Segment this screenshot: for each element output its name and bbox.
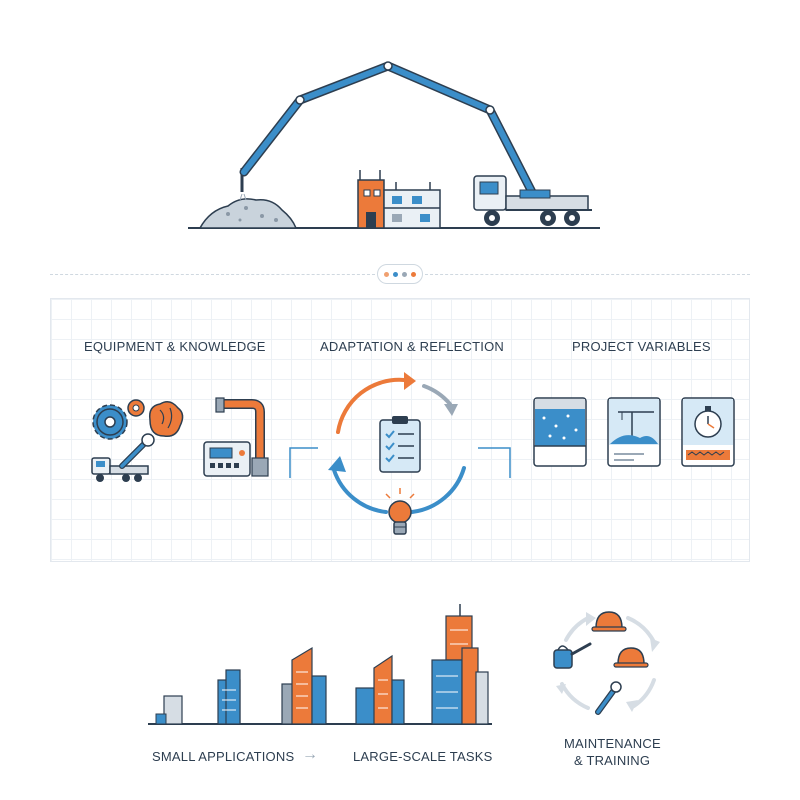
pipe-icon (215, 397, 269, 477)
building-icon (357, 170, 441, 229)
divider-right (425, 274, 750, 275)
concrete-pump-truck-icon (473, 175, 592, 226)
brain-icon (148, 401, 184, 438)
hard-hat-icon (591, 611, 627, 632)
wrench-icon (119, 433, 155, 469)
large-building-icon (355, 654, 405, 725)
small-applications-label: SMALL APPLICATIONS (152, 749, 295, 764)
divider-dot (411, 271, 416, 277)
gears-icon (92, 399, 145, 440)
skyscraper-icon (431, 604, 489, 725)
maintenance-label: MAINTENANCE (564, 736, 661, 751)
control-panel-icon (203, 441, 251, 477)
divider-dot (384, 271, 389, 277)
equipment-title: EQUIPMENT & KNOWLEDGE (84, 339, 266, 354)
divider-dot (393, 271, 398, 277)
variables-title: PROJECT VARIABLES (572, 339, 711, 354)
adaptation-title: ADAPTATION & REFLECTION (320, 339, 504, 354)
large-scale-label: LARGE-SCALE TASKS (353, 749, 493, 764)
divider-left (50, 274, 375, 275)
divider-dots (377, 264, 423, 284)
cycle-arrows-icon (328, 372, 466, 514)
clipboard-checklist-icon (379, 416, 421, 473)
concrete-pile-icon (198, 198, 298, 229)
concrete-mix-icon (533, 397, 587, 467)
hard-hat-icon (613, 647, 649, 668)
tall-building-icon (281, 646, 327, 725)
wrench-icon (595, 681, 622, 715)
crane-site-icon (607, 397, 661, 467)
boom-arm (239, 61, 539, 201)
truck-icon (91, 457, 149, 482)
small-building-icon (155, 695, 183, 725)
progression-arrow: → (302, 746, 319, 763)
lightbulb-icon (385, 488, 415, 535)
training-label: & TRAINING (574, 753, 651, 768)
oil-can-icon (553, 642, 592, 669)
medium-building-icon (217, 669, 241, 725)
stopwatch-icon (681, 397, 735, 467)
divider-dot (402, 271, 407, 277)
concrete-pump-scene (188, 61, 600, 229)
